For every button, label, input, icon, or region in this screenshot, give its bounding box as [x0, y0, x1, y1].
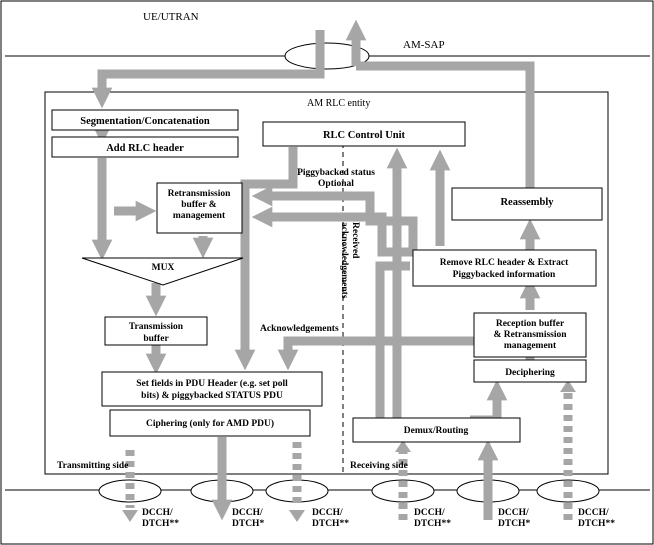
am-rlc-entity-frame	[44, 91, 609, 475]
channel-label-6a: DCCH/	[578, 508, 609, 518]
mux-triangle	[81, 257, 244, 286]
deciphering-box	[473, 359, 587, 383]
tx-buffer-box	[104, 316, 208, 346]
received-ack-label-1: Received	[350, 222, 360, 259]
tx-dashed-channel-1-head	[122, 510, 138, 522]
channel-label-3a: DCCH/	[312, 508, 343, 518]
tx-side-label: Transmitting side	[57, 461, 128, 471]
channel-ellipse	[371, 479, 435, 503]
text-group: Segmentation/Concatenation Add RLC heade…	[57, 116, 615, 529]
piggy-status-label-1: Piggybacked status	[297, 168, 375, 178]
channel-label-1b: DTCH**	[142, 519, 179, 529]
demux-label: Demux/Routing	[404, 426, 469, 436]
box-group	[51, 109, 603, 443]
received-ack-label-2: acknowledgements	[339, 222, 349, 299]
sap-label: AM-SAP	[403, 39, 445, 51]
channel-ellipse	[98, 479, 162, 503]
sap-to-segmentation-arrow	[91, 30, 325, 109]
segmentation-label: Segmentation/Concatenation	[80, 116, 210, 127]
demux-to-deciphering-arrow	[470, 379, 508, 425]
tx-buffer-label-2: buffer	[143, 334, 169, 344]
retrans-label-3: management	[173, 211, 226, 221]
tx-buffer-label-1: Transmission	[129, 322, 184, 332]
title-label: UE/UTRAN	[143, 11, 199, 23]
control-to-setfields-arrow	[234, 147, 298, 371]
ciphering-box	[109, 409, 311, 437]
reassembly-to-sap-line	[356, 61, 535, 192]
channel-label-1a: DCCH/	[142, 508, 173, 518]
channel-label-6b: DTCH**	[578, 519, 615, 529]
ciphering-label: Ciphering (only for AMD PDU)	[146, 418, 274, 429]
control-unit-label: RLC Control Unit	[323, 130, 406, 141]
channel-ellipse	[536, 479, 600, 503]
channel-label-5a: DCCH/	[498, 508, 529, 518]
remove-header-label-2: Piggybacked information	[453, 270, 556, 280]
demux-box	[352, 417, 521, 443]
set-fields-label-2: bits) & piggybacked STATUS PDU	[141, 390, 283, 401]
ack-to-retrans-arrow-1	[251, 185, 418, 252]
piggy-status-label-2: Optional	[318, 179, 354, 189]
reception-box	[473, 312, 587, 358]
channel-label-2b: DTCH*	[232, 519, 264, 529]
rx-dashed-channel-1-head	[395, 440, 411, 452]
add-header-box	[51, 136, 239, 158]
channel-label-4b: DTCH**	[414, 519, 451, 529]
tx-dashed-channel-2-head	[289, 510, 305, 522]
remove-header-label-1: Remove RLC header & Extract	[440, 258, 569, 268]
set-fields-label-1: Set fields in PDU Header (e.g. set poll	[136, 378, 288, 389]
arrow-group	[91, 19, 541, 521]
retransmission-box	[156, 182, 243, 234]
channel-label-3b: DTCH**	[312, 519, 349, 529]
segmentation-box	[51, 109, 239, 131]
reception-to-setfields-arrow	[277, 336, 474, 371]
retrans-label-2: buffer &	[181, 200, 217, 210]
sap-ellipse	[284, 42, 370, 70]
deciphering-label: Deciphering	[505, 368, 555, 378]
dashed-arrow-group	[125, 390, 573, 520]
reassembly-label: Reassembly	[500, 197, 554, 208]
channel-label-5b: DTCH*	[498, 519, 530, 529]
mux-label: MUX	[152, 263, 175, 273]
reception-label-3: management	[504, 341, 557, 351]
reception-label-1: Reception buffer	[496, 319, 565, 329]
remove-header-box	[412, 249, 597, 287]
demux-to-removeheader-line	[375, 261, 410, 418]
rx-side-label: Receiving side	[350, 461, 408, 471]
acknowledgements-label: Acknowledgements	[260, 324, 339, 334]
add-header-label: Add RLC header	[106, 143, 184, 154]
rx-dashed-channel-2-head	[560, 380, 576, 392]
channel-label-2a: DCCH/	[232, 508, 263, 518]
reception-label-2: & Retransmission	[493, 330, 567, 340]
entity-label: AM RLC entity	[307, 98, 370, 109]
set-fields-box	[101, 371, 323, 407]
dashed-arrow-heads	[122, 380, 576, 522]
retrans-label-1: Retransmission	[168, 189, 232, 199]
control-unit-box	[262, 121, 466, 147]
reassembly-box	[451, 187, 603, 221]
channel-label-4a: DCCH/	[414, 508, 445, 518]
